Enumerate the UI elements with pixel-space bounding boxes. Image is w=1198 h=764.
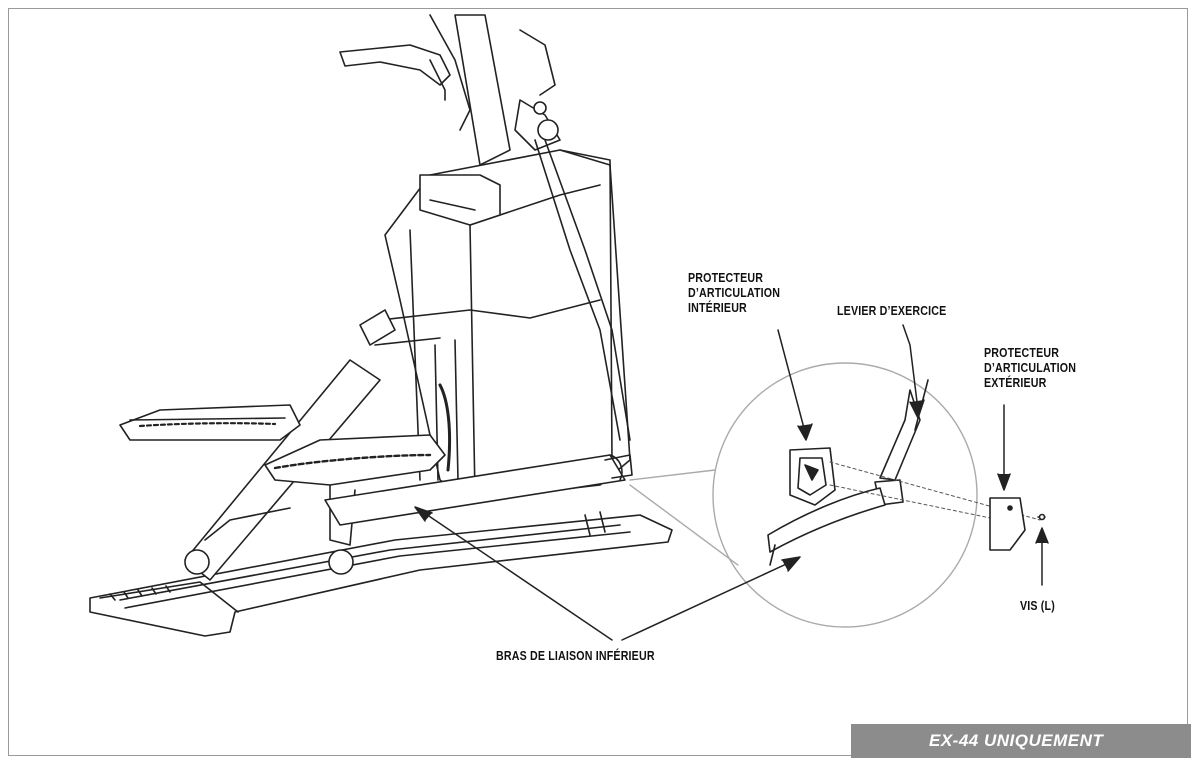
label-inner-protector-line2: D’ARTICULATION — [688, 285, 781, 300]
label-outer-protector-line3: EXTÉRIEUR — [984, 375, 1047, 390]
label-inner-protector-line3: INTÉRIEUR — [688, 300, 747, 315]
base-frame — [89, 511, 673, 637]
label-screw: VIS (L) — [1020, 598, 1055, 613]
model-badge: EX-44 UNIQUEMENT — [851, 724, 1191, 758]
pedal-assembly — [119, 359, 633, 581]
tower-housing — [359, 149, 631, 501]
label-outer-protector: PROTECTEUR D’ARTICULATION EXTÉRIEUR — [984, 345, 1076, 390]
label-exercise-lever: LEVIER D’EXERCICE — [837, 303, 947, 318]
label-outer-protector-line1: PROTECTEUR — [984, 345, 1060, 360]
upright-mast — [339, 14, 631, 441]
label-inner-protector-line1: PROTECTEUR — [688, 270, 764, 285]
detail-circle — [629, 362, 978, 628]
detail-exercise-lever — [767, 379, 929, 566]
inner-protector-part — [789, 447, 836, 506]
callout-arrows — [414, 324, 1049, 641]
label-outer-protector-line2: D’ARTICULATION — [984, 360, 1077, 375]
label-inner-protector: PROTECTEUR D’ARTICULATION INTÉRIEUR — [688, 270, 780, 315]
label-lower-link-arm: BRAS DE LIAISON INFÉRIEUR — [496, 648, 655, 663]
outer-protector-part — [989, 497, 1046, 551]
